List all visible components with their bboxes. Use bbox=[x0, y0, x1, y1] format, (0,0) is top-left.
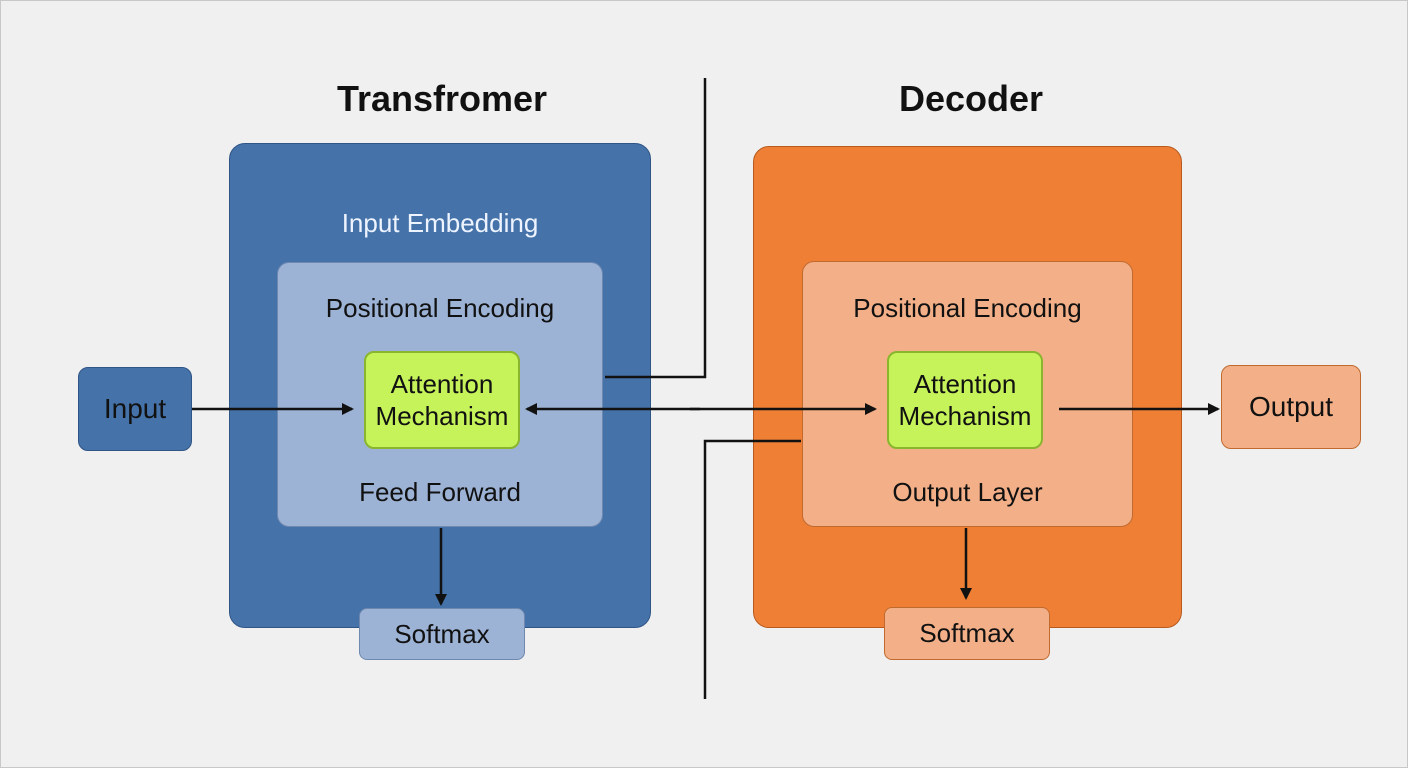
divider-top-line bbox=[605, 78, 707, 379]
input-box[interactable]: Input bbox=[78, 367, 192, 451]
decoder-softmax-box[interactable]: Softmax bbox=[884, 607, 1050, 660]
output-label: Output bbox=[1248, 391, 1334, 422]
encoder-positional-encoding-label: Positional Encoding bbox=[325, 293, 555, 323]
encoder-title: Transfromer bbox=[336, 78, 548, 119]
decoder-positional-encoding-label: Positional Encoding bbox=[853, 293, 1082, 323]
input-embedding-label: Input Embedding bbox=[341, 208, 539, 238]
output-layer-label: Output Layer bbox=[892, 477, 1043, 507]
encoder-attention-line1: Attention bbox=[390, 369, 494, 399]
encoder-softmax-label: Softmax bbox=[394, 618, 490, 649]
decoder-attention-line1: Attention bbox=[913, 369, 1017, 399]
output-box[interactable]: Output bbox=[1221, 365, 1361, 449]
encoder-attention-box[interactable]: Attention Mechanism bbox=[364, 351, 520, 449]
encoder-attention-line2: Mechanism bbox=[375, 401, 509, 431]
decoder-attention-line2: Mechanism bbox=[898, 401, 1032, 431]
decoder-inner-block[interactable]: Positional Encoding Output Layer bbox=[802, 261, 1133, 527]
decoder-title: Decoder bbox=[898, 78, 1044, 119]
feed-forward-label: Feed Forward bbox=[359, 477, 521, 507]
divider-bottom-line bbox=[703, 439, 801, 699]
decoder-attention-box[interactable]: Attention Mechanism bbox=[887, 351, 1043, 449]
input-label: Input bbox=[103, 393, 167, 424]
decoder-softmax-label: Softmax bbox=[919, 618, 1015, 648]
encoder-softmax-box[interactable]: Softmax bbox=[359, 608, 525, 660]
